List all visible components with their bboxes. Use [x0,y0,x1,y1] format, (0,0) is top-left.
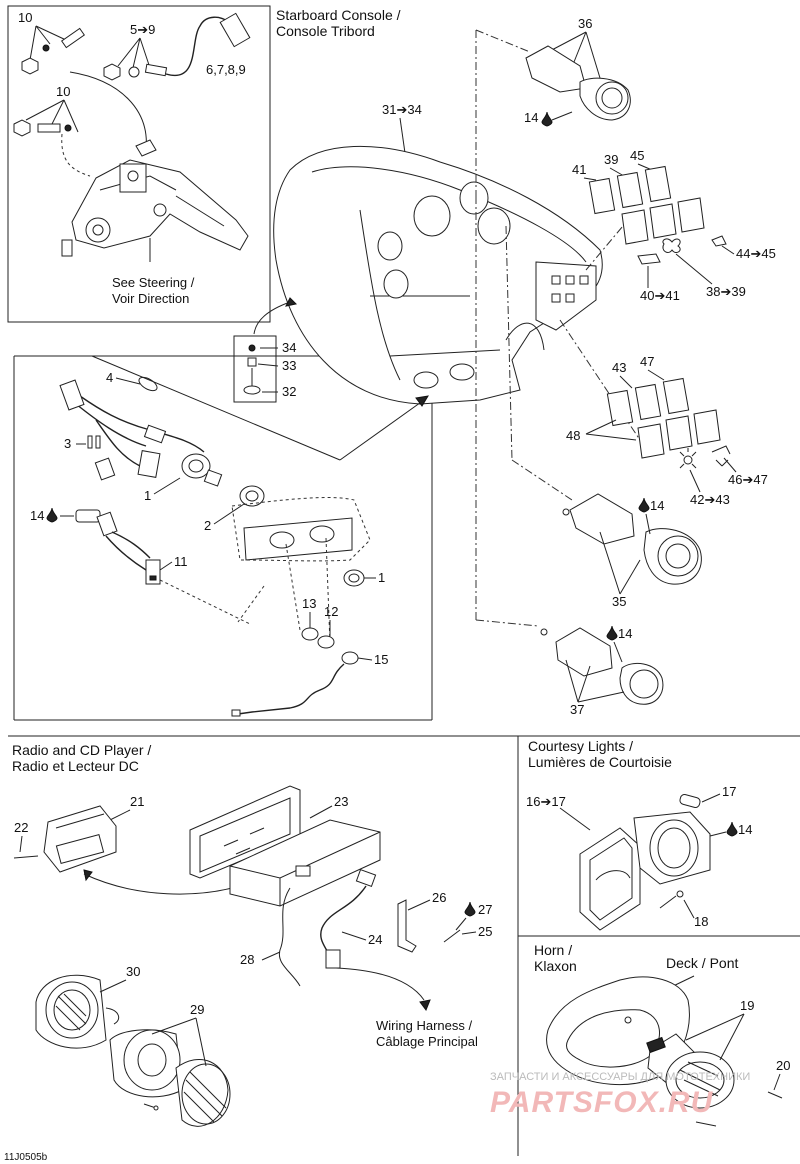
callout-27: 27 [478,902,492,917]
callout-41: 41 [572,162,586,177]
bolt [60,27,86,49]
wiring-label-line2: Câblage Principal [376,1034,478,1049]
console-leaders [475,29,641,627]
see-steering-line2: Voir Direction [112,291,189,306]
callout-31-34: 31➔34 [382,102,422,117]
switch-group-lower: 43 47 48 46➔47 42➔43 [566,354,768,507]
callout-43: 43 [612,360,626,375]
gauge-37: 14 37 [540,625,664,717]
watermark-text: ЗАПЧАСТИ И АКСЕССУАРЫ ДЛЯ МОТОТЕХНИКИ [490,1071,750,1083]
courtesy-lights: 16➔17 17 14 18 [526,784,752,931]
callout-11: 11 [174,554,188,569]
callout-32: 32 [282,384,296,399]
wiring-label-line1: Wiring Harness / [376,1018,472,1033]
section-title-radio-line2: Radio et Lecteur DC [12,758,139,774]
callout-16-17: 16➔17 [526,794,566,809]
callout-21: 21 [130,794,144,809]
radio-cd-player: 21 22 23 24 28 Wiring Harness / Câblage … [13,785,492,1127]
steering-inset: 10 5➔9 6,7,8,9 10 [13,10,251,306]
callout-10b: 10 [56,84,70,99]
gauge-36: 36 14 [524,16,631,127]
horn: 19 20 [546,975,790,1127]
section-title-horn-line2: Klaxon [534,958,577,974]
callout-19: 19 [740,998,754,1013]
callout-6789: 6,7,8,9 [206,62,246,77]
callout-28: 28 [240,952,254,967]
callout-35: 35 [612,594,626,609]
section-title-radio-line1: Radio and CD Player / [12,742,151,758]
switch-group-upper: 39 45 41 44➔45 40➔41 38➔39 [572,148,776,303]
section-title-console-line2: Console Tribord [276,23,375,39]
callout-14b: 14 [30,508,44,523]
drawing-code: 11J0505b [4,1152,48,1163]
callout-2: 2 [204,518,211,533]
callout-24: 24 [368,932,382,947]
callout-13: 13 [302,596,316,611]
see-steering-line1: See Steering / [112,275,195,290]
callout-47: 47 [640,354,654,369]
callout-36: 36 [578,16,592,31]
deck-label: Deck / Pont [666,955,738,971]
callout-38-39: 38➔39 [706,284,746,299]
callout-15: 15 [374,652,388,667]
gauge-35: 14 35 [562,493,702,609]
watermark-logo: PARTSFOX.RU [490,1086,714,1119]
callout-4: 4 [106,370,113,385]
callout-12: 12 [324,604,338,619]
callout-45: 45 [630,148,644,163]
section-title-courtesy-line2: Lumières de Courtoisie [528,754,672,770]
connector [219,12,251,48]
callout-46-47: 46➔47 [728,472,768,487]
callout-33: 33 [282,358,296,373]
section-title-console-line1: Starboard Console / [276,7,401,23]
callout-17: 17 [722,784,736,799]
callout-14a: 14 [524,110,538,125]
callout-34: 34 [282,340,296,355]
callout-29: 29 [190,1002,204,1017]
callout-1a: 1 [144,488,151,503]
callout-26: 26 [432,890,446,905]
callout-37: 37 [570,702,584,717]
section-title-horn-line1: Horn / [534,942,572,958]
starboard-console: 31➔34 [273,102,603,405]
callout-20: 20 [776,1058,790,1073]
ignition-harness: 4 3 1 2 14 11 [30,370,388,717]
callout-10a: 10 [18,10,32,25]
callout-14c: 14 [650,498,664,513]
callout-39: 39 [604,152,618,167]
callout-44-45: 44➔45 [736,246,776,261]
leader-arrow [339,399,425,461]
callout-40-41: 40➔41 [640,288,680,303]
callout-3: 3 [64,436,71,451]
callout-5-9: 5➔9 [130,22,155,37]
callout-25: 25 [478,924,492,939]
callout-48: 48 [566,428,580,443]
callout-14e: 14 [738,822,752,837]
callout-22: 22 [14,820,28,835]
callout-14d: 14 [618,626,632,641]
callout-1b: 1 [378,570,385,585]
callout-30: 30 [126,964,140,979]
callout-18: 18 [694,914,708,929]
hardware-32-34: 34 33 32 [233,297,298,403]
section-title-courtesy-line1: Courtesy Lights / [528,738,633,754]
callout-42-43: 42➔43 [690,492,730,507]
callout-23: 23 [334,794,348,809]
nut [21,57,39,75]
